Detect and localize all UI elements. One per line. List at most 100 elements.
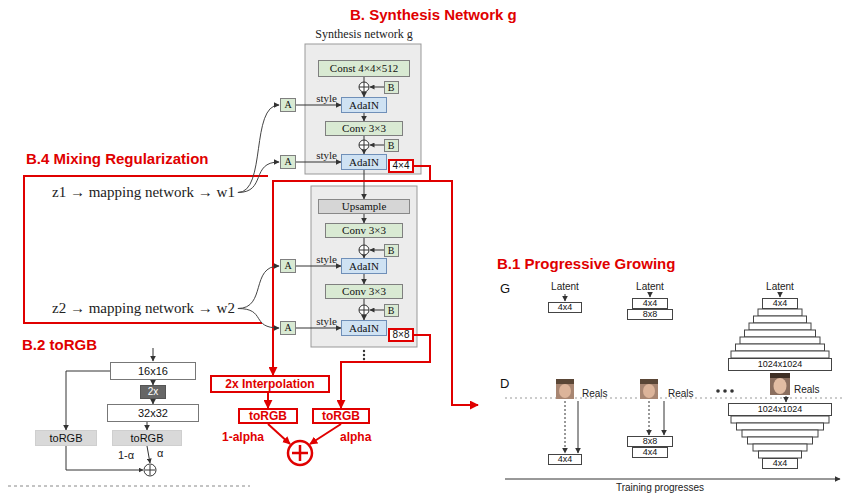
flow-arrow [650,294,651,297]
node-text: toRGB [130,433,163,444]
node-text: 1024x1024 [758,405,803,414]
sum-symbol [359,140,369,150]
blend-sum-symbol [288,441,312,465]
node-text: 8×8 [393,330,410,340]
torgb-box: toRGB [112,430,182,446]
generator-layer: 4x4 [762,298,798,309]
node-text: 8x8 [643,310,658,319]
node-text: AdaIN [349,323,379,334]
network-letter: G [500,281,510,296]
adain-block: AdaIN [341,258,387,274]
discriminator-stack [748,437,813,444]
network-letter: D [500,376,509,391]
flow-arrow [664,401,665,435]
node-text: toRGB [322,410,360,422]
generator-layer: 4x4 [632,298,668,309]
adain-block: AdaIN [341,97,387,113]
generator-stack [749,323,811,330]
noise-wire [370,145,384,146]
face-thumbnail [556,379,574,399]
face-thumbnail [770,373,790,395]
sum-symbol [359,245,369,255]
generator-stack [731,351,829,358]
edge-label: style [316,149,337,161]
sum-symbol [359,305,369,315]
resolution-tag: 4×4 [388,159,414,173]
face-thumbnail [640,379,658,384]
section-heading: B.2 toRGB [22,336,97,353]
blend-wire [310,424,341,444]
style-a-box: A [280,98,296,112]
node-text: AdaIN [349,157,379,168]
sum-symbol [359,82,369,92]
highlight-connector [267,393,269,408]
torgb-box: toRGB [312,408,370,424]
flow-connector [296,328,341,329]
input-arrow [153,348,154,361]
continuation-dots [363,350,365,352]
highlight-connector [341,335,430,408]
conv-block: Conv 3×3 [325,223,403,238]
node-text: toRGB [249,410,287,422]
weight-label: 1-α [118,449,134,461]
node-text: Const 4×4×512 [330,63,398,74]
sum-symbol [359,82,369,92]
mapping-arrow [238,105,279,193]
section-heading: B.1 Progressive Growing [497,255,675,272]
reals-label: Reals [668,388,694,399]
flow-connector [364,214,365,223]
resolution-tag: 8×8 [388,328,414,342]
axis-label: Training progresses [616,482,704,493]
node-text: Conv 3×3 [342,286,386,297]
node-text: B [388,83,395,93]
flow-connector [296,105,341,106]
mixing-bracket [24,176,268,323]
weight-label: α [157,447,163,459]
face-thumbnail [556,379,574,399]
face-thumbnail [770,373,790,395]
sum-symbol [359,140,369,150]
flow-arrow [780,294,781,297]
flow-connector [66,371,110,430]
interpolation-box: 2x Interpolation [210,375,330,393]
flow-arrow [565,294,566,301]
face-thumbnail [556,379,574,384]
discriminator-stack [731,416,829,423]
face-thumbnail [643,384,655,398]
sum-symbol [359,82,369,92]
diagram-title: B. Synthesis Network g [350,6,517,23]
node-text: 4x4 [643,448,658,457]
ellipsis-dots [730,389,734,393]
edge-label: style [316,92,337,104]
reals-label: Reals [582,388,608,399]
generator-layer: 8x8 [627,309,673,320]
discriminator-stack [753,444,807,451]
sum-symbol [359,305,369,315]
node-text: Conv 3×3 [342,123,386,134]
node-text: 2x [148,387,159,397]
discriminator-stack [759,451,802,458]
conv-block: Conv 3×3 [325,284,403,299]
face-thumbnail [559,384,571,398]
flow-connector [296,162,341,163]
continuation-dots [363,358,365,360]
mapping-arrow [238,309,279,329]
noise-b-box: B [384,139,399,152]
network-panel-ground [305,44,421,174]
divider-line [8,486,250,487]
time-axis [505,479,840,480]
discriminator-stack [737,423,824,430]
face-thumbnail [640,379,658,399]
adain-block: AdaIN [341,320,387,336]
sum-symbol [359,305,369,315]
style-a-box: A [280,259,296,273]
node-text: 1024x1024 [758,360,803,369]
time-axis [505,479,840,480]
node-text: A [284,100,291,110]
noise-b-box: B [384,81,399,94]
flow-arrow [578,401,579,453]
